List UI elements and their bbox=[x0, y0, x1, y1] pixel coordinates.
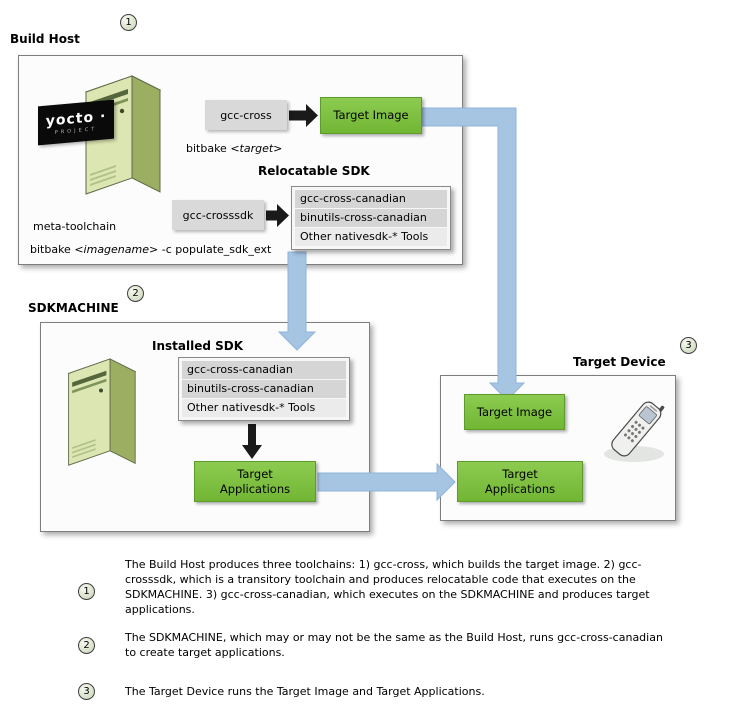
note-badge-1: 1 bbox=[78, 583, 95, 600]
installed-sdk-tools-box: gcc-cross-canadian binutils-cross-canadi… bbox=[178, 357, 350, 421]
target-device-title: Target Device bbox=[573, 355, 666, 369]
gcc-cross-box: gcc-cross bbox=[205, 100, 287, 130]
target-image-box-build-host: Target Image bbox=[320, 97, 422, 134]
badge-number: 2 bbox=[132, 288, 139, 299]
bitbake-target-command: bitbake <target> bbox=[186, 142, 282, 155]
bitbake-command-suffix: -c populate_sdk_ext bbox=[158, 243, 272, 256]
tool-item: binutils-cross-canadian bbox=[182, 380, 346, 398]
bitbake-populate-sdk-command: bitbake <imagename> -c populate_sdk_ext bbox=[30, 243, 271, 256]
gcc-crosssdk-box: gcc-crosssdk bbox=[172, 200, 264, 230]
target-image-label: Target Image bbox=[476, 404, 553, 419]
target-applications-box-device: Target Applications bbox=[457, 461, 583, 502]
target-image-box-device: Target Image bbox=[464, 394, 565, 430]
meta-toolchain-label: meta-toolchain bbox=[33, 220, 117, 233]
bitbake-target-argument: <target> bbox=[230, 142, 283, 155]
tool-item: gcc-cross-canadian bbox=[295, 190, 447, 208]
relocatable-sdk-title: Relocatable SDK bbox=[258, 164, 370, 178]
sdkmachine-title: SDKMACHINE bbox=[28, 301, 119, 315]
gcc-crosssdk-label: gcc-crosssdk bbox=[182, 208, 254, 222]
step-badge-build-host: 1 bbox=[120, 14, 137, 31]
step-badge-target-device: 3 bbox=[680, 337, 697, 354]
relocatable-sdk-tools-box: gcc-cross-canadian binutils-cross-canadi… bbox=[291, 186, 451, 250]
note-badge-3: 3 bbox=[78, 683, 95, 700]
badge-number: 3 bbox=[685, 340, 692, 351]
bitbake-keyword: bitbake bbox=[186, 142, 231, 155]
target-applications-label: Target Applications bbox=[484, 466, 556, 496]
note-badge-2: 2 bbox=[78, 637, 95, 654]
step-badge-sdkmachine: 2 bbox=[127, 285, 144, 302]
mobile-phone-icon bbox=[604, 401, 665, 462]
badge-number: 1 bbox=[125, 17, 132, 28]
note-1-text: The Build Host produces three toolchains… bbox=[125, 558, 650, 616]
target-applications-box-sdkmachine: Target Applications bbox=[194, 461, 316, 502]
note-3-text: The Target Device runs the Target Image … bbox=[125, 685, 485, 698]
bitbake-imagename-argument: <imagename> bbox=[74, 243, 159, 256]
installed-sdk-title: Installed SDK bbox=[152, 339, 244, 353]
yocto-project-logo: yocto · PROJECT bbox=[38, 99, 114, 146]
note-2-text: The SDKMACHINE, which may or may not be … bbox=[125, 631, 663, 659]
target-applications-label: Target Applications bbox=[219, 466, 291, 496]
target-image-label: Target Image bbox=[333, 108, 409, 122]
badge-number: 2 bbox=[83, 640, 90, 651]
gcc-cross-label: gcc-cross bbox=[220, 108, 272, 122]
tool-item: Other nativesdk-* Tools bbox=[295, 228, 447, 246]
build-host-title: Build Host bbox=[10, 32, 80, 46]
tool-item: Other nativesdk-* Tools bbox=[182, 399, 346, 417]
badge-number: 1 bbox=[83, 586, 90, 597]
badge-number: 3 bbox=[83, 686, 90, 697]
tool-item: gcc-cross-canadian bbox=[182, 361, 346, 379]
tool-item: binutils-cross-canadian bbox=[295, 209, 447, 227]
bitbake-keyword: bitbake bbox=[30, 243, 75, 256]
computer-tower-icon bbox=[67, 358, 137, 466]
